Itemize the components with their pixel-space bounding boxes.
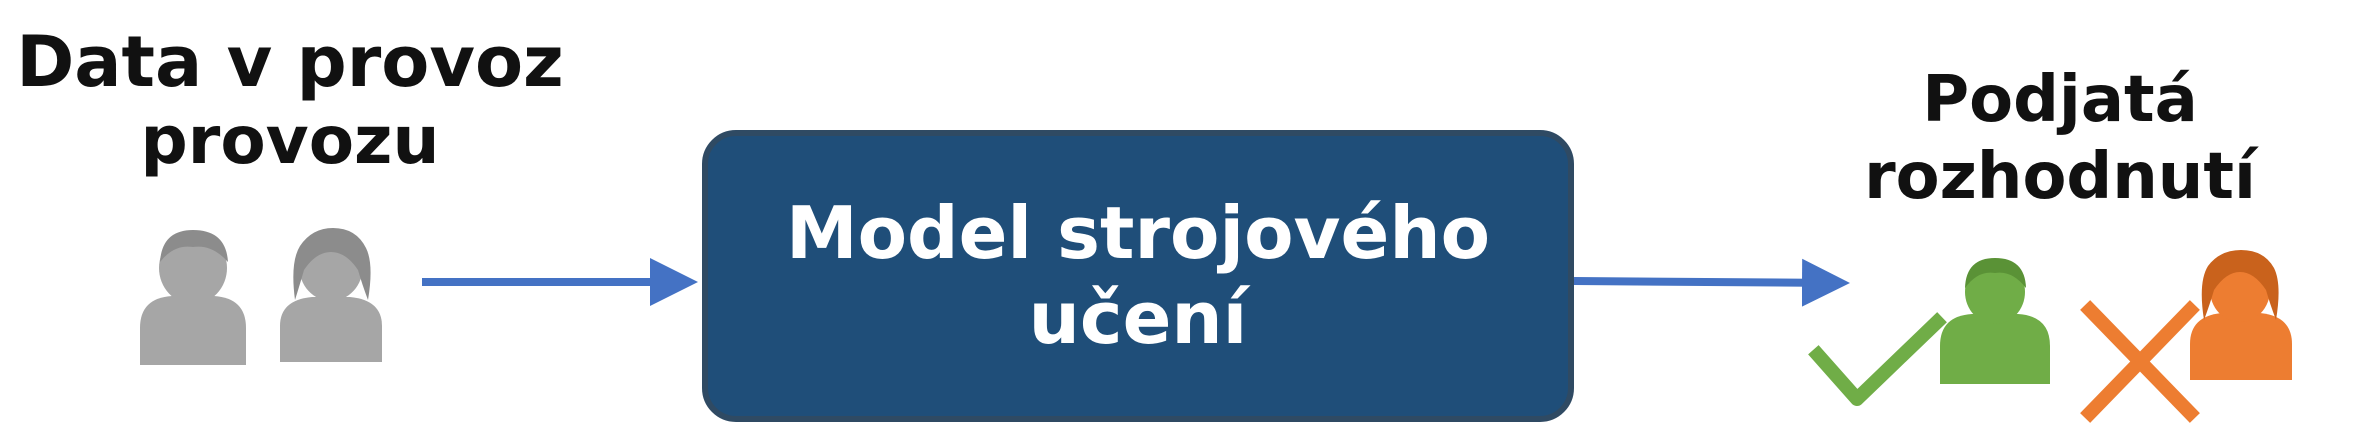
input-title-line2: provozu xyxy=(140,101,440,179)
model-label-line1: Model strojového xyxy=(785,191,1491,276)
input-title-line1: Data v provoz xyxy=(16,21,564,103)
output-arrow xyxy=(1573,258,1850,307)
accepted-person-icon xyxy=(1940,258,2050,384)
output-title-line2: rozhodnutí xyxy=(1864,139,2256,214)
output-decisions-title: Podjatá rozhodnutí xyxy=(1830,62,2290,216)
female-person-icon xyxy=(280,228,382,362)
rejected-person-icon xyxy=(2190,250,2292,380)
input-data-title: Data v provoz provozu xyxy=(10,22,570,178)
cross-icon xyxy=(2080,300,2200,423)
male-person-icon xyxy=(140,230,246,365)
output-title-line1: Podjatá xyxy=(1922,63,2198,137)
checkmark-icon xyxy=(1808,312,1947,406)
model-label-line2: učení xyxy=(1028,276,1248,360)
ml-model-box: Model strojového učení xyxy=(702,130,1574,422)
